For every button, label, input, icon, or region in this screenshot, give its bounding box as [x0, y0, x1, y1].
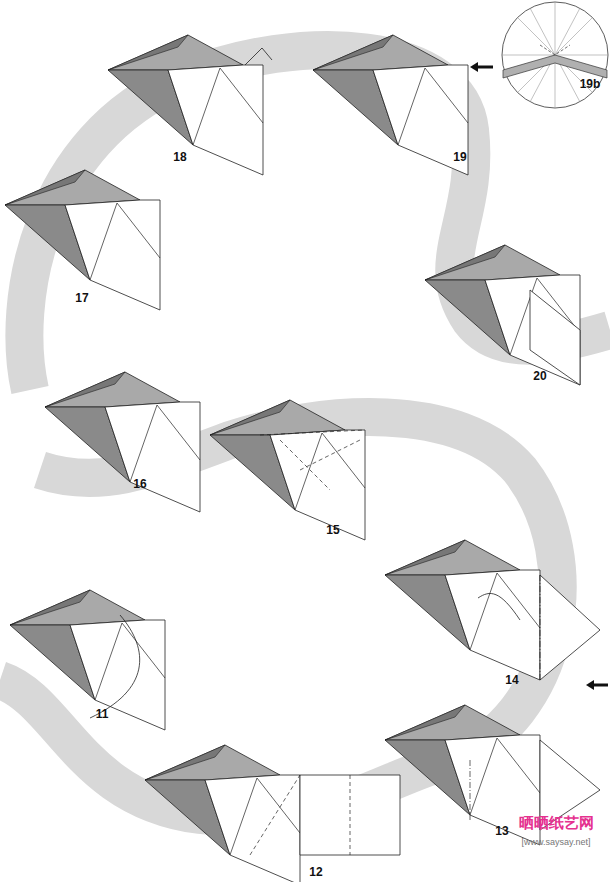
step-number: 20: [533, 369, 546, 383]
step-number: 13: [495, 824, 508, 838]
step-number: 14: [505, 673, 518, 687]
step-number: 18: [173, 150, 186, 164]
step-number: 19: [453, 150, 466, 164]
step-number: 16: [133, 477, 146, 491]
watermark-text: 晒晒纸艺网: [519, 814, 594, 833]
step-number: 17: [75, 291, 88, 305]
step-number: 15: [326, 523, 339, 537]
step-number: 19b: [580, 77, 601, 91]
watermark-url: [www.saysay.net]: [522, 837, 591, 847]
step-number: 11: [96, 707, 109, 721]
step-number: 12: [309, 865, 322, 879]
